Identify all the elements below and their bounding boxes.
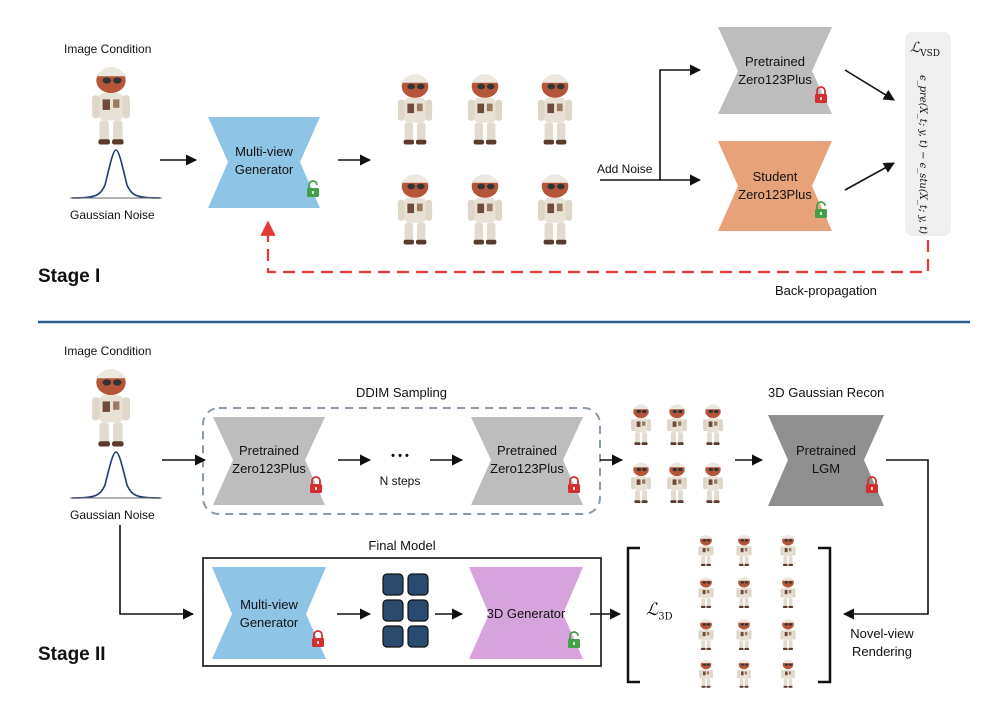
stage1-generator-shape xyxy=(208,117,320,208)
stage2-condition-character xyxy=(92,368,130,447)
stage1-multiview-grid xyxy=(397,74,573,245)
stage2-gaussian-noise-label: Gaussian Noise xyxy=(70,508,155,522)
stage2-3dgen-shape xyxy=(469,567,583,659)
stage1-generator-label: Multi-view Generator xyxy=(234,144,294,177)
character-render xyxy=(667,404,687,446)
stage2-pretrained-b-lock-icon xyxy=(567,476,581,494)
character-render xyxy=(537,174,573,245)
stage1-gaussian-noise-label: Gaussian Noise xyxy=(70,208,155,222)
loss-3d-left-bracket xyxy=(626,546,640,684)
stage1-generator-unlock-icon xyxy=(306,180,320,198)
character-render xyxy=(467,174,503,245)
stage1-student-shape xyxy=(718,141,832,231)
stage2-pretrained-a-shape xyxy=(213,417,325,505)
character-render xyxy=(780,576,796,609)
backprop-label: Back-propagation xyxy=(775,283,877,298)
stage2-pretrained-a-label: Pretrained Zero123Plus xyxy=(232,443,306,476)
stage1-pretrained-label: Pretrained Zero123Plus xyxy=(738,54,812,87)
character-render xyxy=(537,74,573,145)
character-render xyxy=(698,534,714,567)
stage1-loss-formula: ϵ_pre(X_t; y, t) − ϵ_stu(X_t; y, t) xyxy=(917,75,928,234)
stage2-3dgen-unlock-icon xyxy=(567,631,581,649)
character-render xyxy=(631,462,651,504)
final-model-frame xyxy=(202,557,602,667)
stage2-generator-shape xyxy=(212,567,326,659)
stage2-title: Stage II xyxy=(38,644,106,665)
stage2-pretrained-b-label: Pretrained Zero123Plus xyxy=(490,443,564,476)
stage2-gaussian-curve xyxy=(71,451,161,499)
character-render xyxy=(737,659,751,688)
n-steps-label: N steps xyxy=(379,474,421,488)
loss-3d-right-bracket xyxy=(818,546,832,684)
ddim-sampling-title: DDIM Sampling xyxy=(355,385,448,400)
character-render xyxy=(698,618,714,651)
stage2-image-condition-label: Image Condition xyxy=(64,344,152,358)
character-render xyxy=(781,659,795,688)
character-render xyxy=(736,618,752,651)
stage2-generator-label: Multi-view Generator xyxy=(239,597,299,630)
character-render xyxy=(698,576,714,609)
stage1-student-unlock-icon xyxy=(814,201,828,219)
character-render xyxy=(703,462,723,504)
character-render xyxy=(736,534,752,567)
stage2-generator-lock-icon xyxy=(311,630,325,648)
novel-view-label: Novel-view Rendering xyxy=(850,626,914,659)
latent-grid-icon xyxy=(382,573,429,648)
arrow-add-noise-branch xyxy=(600,64,702,181)
character-render xyxy=(736,576,752,609)
character-render xyxy=(780,534,796,567)
stage1-condition-character xyxy=(92,66,130,145)
character-render xyxy=(397,174,433,245)
stage2-lgm-label: Pretrained LGM xyxy=(796,443,856,476)
stage1-gaussian-curve xyxy=(71,149,161,199)
stage2-pretrained-b-shape xyxy=(471,417,583,505)
n-steps-dots: • • • xyxy=(391,450,409,462)
character-render xyxy=(397,74,433,145)
loss-3d-symbol: ℒ3D xyxy=(646,600,673,623)
stage2-pretrained-a-lock-icon xyxy=(309,476,323,494)
novel-view-renders xyxy=(698,534,796,688)
character-render xyxy=(667,462,687,504)
character-render xyxy=(467,74,503,145)
stage1-title: Stage I xyxy=(38,266,101,287)
arrow-noise-to-final xyxy=(119,525,195,620)
character-render xyxy=(699,659,713,688)
stage1-image-condition-label: Image Condition xyxy=(64,42,152,56)
stage2-lgm-shape xyxy=(768,415,884,506)
character-render xyxy=(631,404,651,446)
final-model-title: Final Model xyxy=(368,538,436,553)
backprop-path xyxy=(260,220,930,274)
character-render xyxy=(703,404,723,446)
arrow-lgm-to-rendering xyxy=(842,459,929,620)
character-render xyxy=(780,618,796,651)
arrow-student-to-loss xyxy=(844,162,895,191)
stage1-pretrained-shape xyxy=(718,27,832,114)
arrow-pretrained-to-loss xyxy=(844,69,895,101)
add-noise-label: Add Noise xyxy=(597,162,653,176)
stage1-loss-box xyxy=(905,32,951,236)
stage2-multiview-grid xyxy=(631,404,723,504)
stage1-student-label: Student Zero123Plus xyxy=(738,169,812,202)
stage1-loss-symbol: ℒVSD xyxy=(910,40,940,59)
stage2-3dgen-label: 3D Generator xyxy=(486,606,566,621)
stage1-pretrained-lock-icon xyxy=(814,86,828,104)
recon-title: 3D Gaussian Recon xyxy=(768,385,885,400)
